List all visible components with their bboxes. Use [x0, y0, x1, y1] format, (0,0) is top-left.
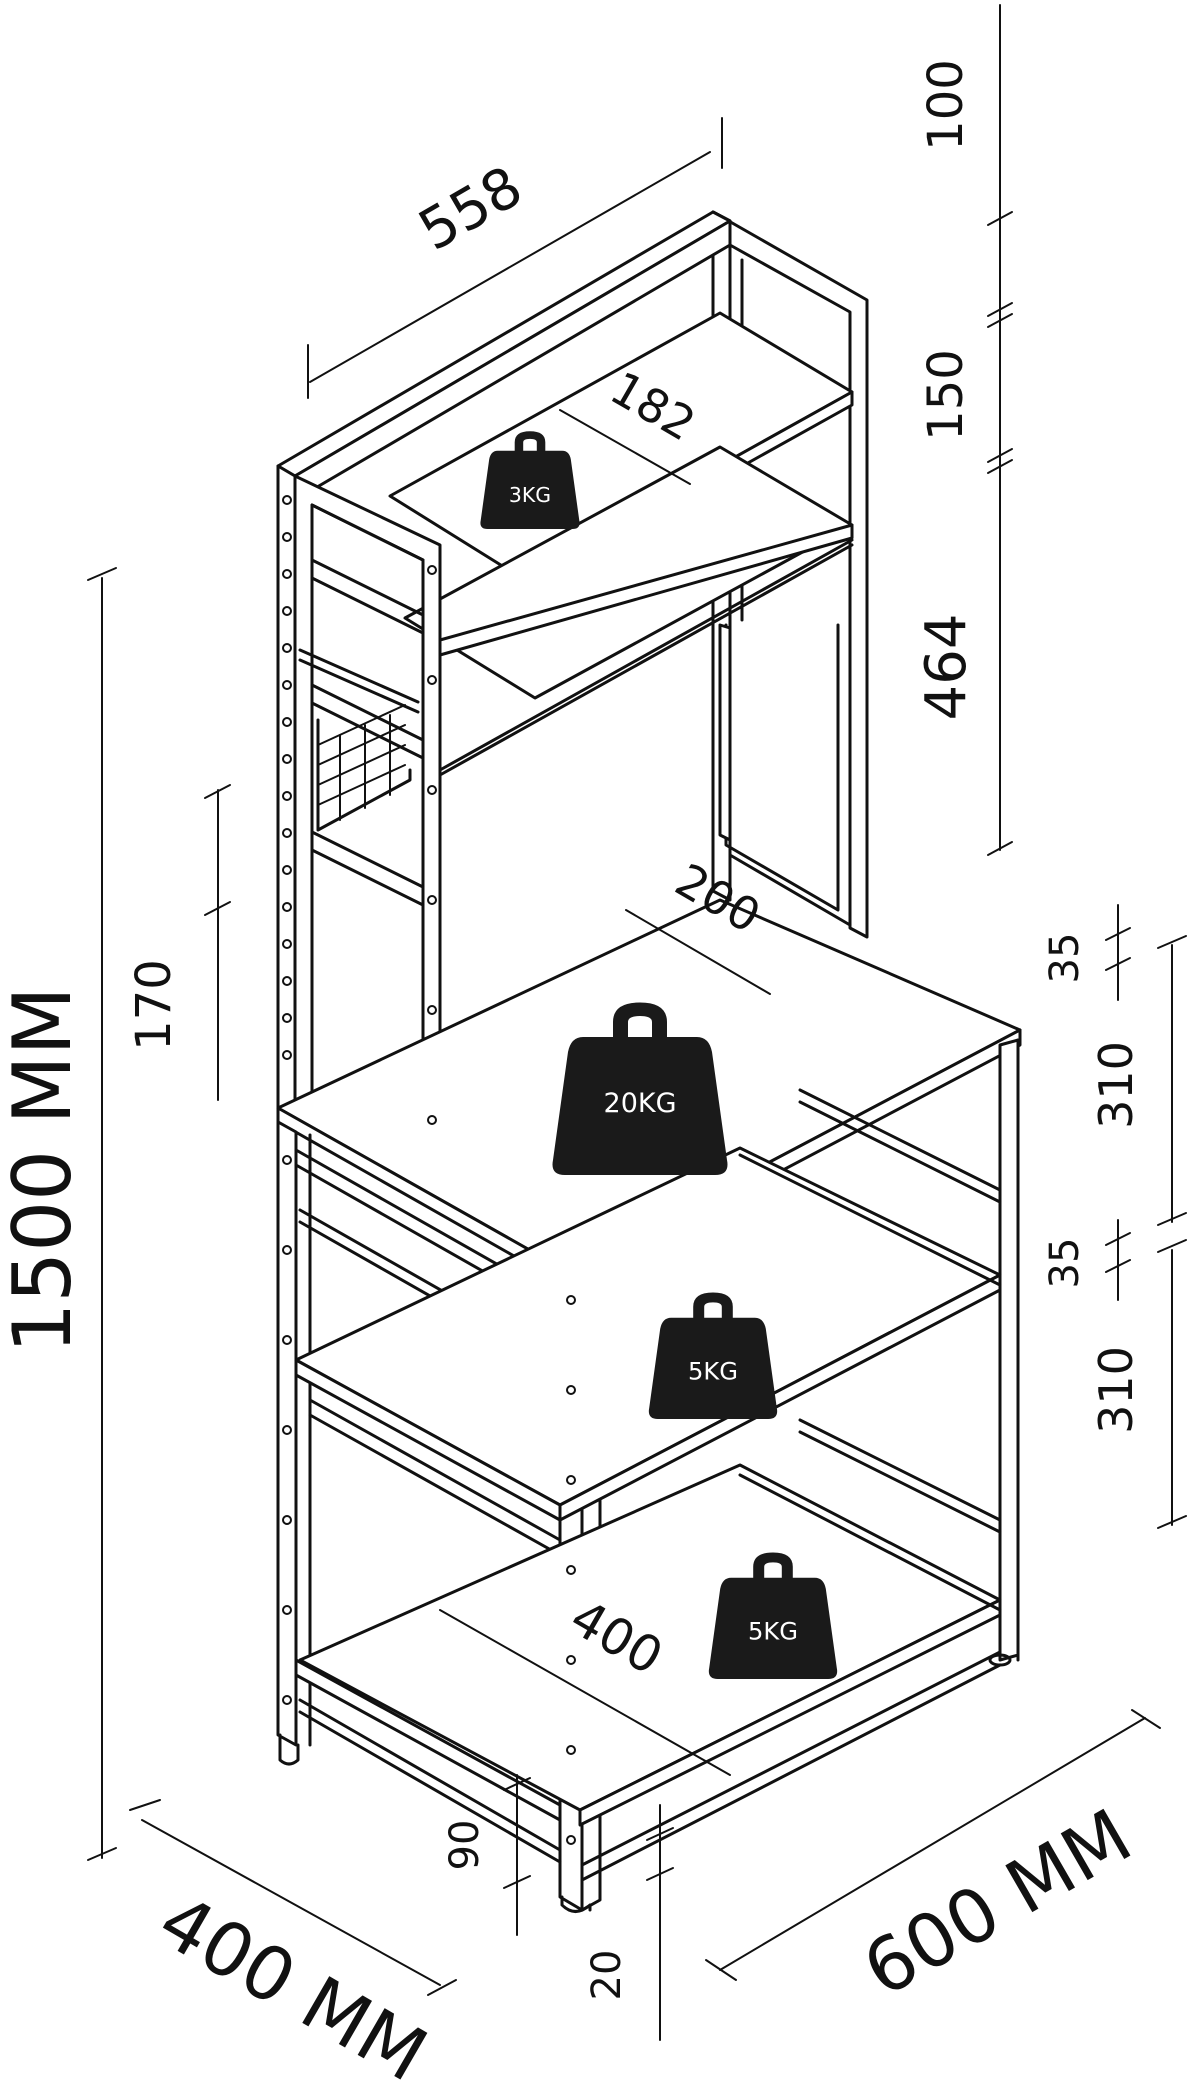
weight-top-shelf: 3KG: [480, 431, 580, 529]
frame-hole: [282, 754, 292, 764]
frame-hole: [282, 606, 292, 616]
frame-hole: [282, 1515, 292, 1525]
frame-hole: [282, 717, 292, 727]
weight-icon: [552, 1002, 728, 1175]
frame-hole: [282, 939, 292, 949]
frame-hole: [282, 828, 292, 838]
frame-hole: [427, 1005, 437, 1015]
weight-label-middle: 5KG: [688, 1357, 738, 1385]
frame-hole: [566, 1565, 576, 1575]
weight-label-top: 3KG: [509, 483, 551, 507]
frame-hole: [282, 1425, 292, 1435]
frame-holes: [282, 495, 576, 1845]
frame-hole: [427, 565, 437, 575]
frame-hole: [566, 1295, 576, 1305]
frame-hole: [282, 865, 292, 875]
frame-hole: [282, 643, 292, 653]
frame-hole: [566, 1835, 576, 1845]
dim-lower-thickness-1: 35: [1042, 933, 1088, 984]
frame-hole: [282, 1695, 292, 1705]
frame-hole: [282, 1245, 292, 1255]
frame-hole: [427, 1115, 437, 1125]
frame-hole: [282, 976, 292, 986]
frame-hole: [566, 1385, 576, 1395]
dim-lower-gap-2: 310: [1089, 1346, 1143, 1434]
dim-hutch-gap-top: 100: [918, 59, 974, 151]
dim-width: 600 MM: [849, 1793, 1145, 2014]
dim-lower-gap-1: 310: [1089, 1041, 1143, 1129]
dim-bottom-rail-height: 90: [442, 1820, 488, 1871]
frame-hole: [282, 1335, 292, 1345]
dim-depth: 400 MM: [144, 1878, 440, 2095]
weight-icon: [648, 1292, 778, 1419]
weight-label-counter: 20KG: [604, 1088, 677, 1119]
frame-hole: [282, 1605, 292, 1615]
frame-hole: [282, 902, 292, 912]
frame-hole: [282, 1013, 292, 1023]
dim-hook-rail-height: 170: [126, 959, 182, 1051]
weight-icon: [480, 431, 580, 529]
dim-top-width: 558: [408, 154, 533, 264]
frame-hole: [427, 895, 437, 905]
dim-hutch-height: 464: [914, 614, 979, 721]
frame-hole: [282, 1155, 292, 1165]
dim-lower-thickness-2: 35: [1042, 1238, 1088, 1289]
weight-bottom-shelf: 5KG: [708, 1552, 838, 1679]
weight-icon: [708, 1552, 838, 1679]
frame-hole: [282, 1050, 292, 1060]
frame-hole: [566, 1745, 576, 1755]
frame-hole: [566, 1475, 576, 1485]
dim-hutch-gap-mid: 150: [918, 349, 974, 441]
frame-hole: [282, 791, 292, 801]
weight-middle-shelf: 5KG: [648, 1292, 778, 1419]
weight-label-bottom: 5KG: [748, 1617, 798, 1645]
frame-hole: [282, 532, 292, 542]
dim-total-height: 1500 MM: [0, 986, 89, 1353]
dim-foot-height: 20: [584, 1950, 630, 2001]
frame-hole: [282, 680, 292, 690]
frame-hole: [566, 1655, 576, 1665]
frame-hole: [282, 569, 292, 579]
frame-hole: [427, 785, 437, 795]
frame-hole: [282, 495, 292, 505]
weight-counter: 20KG: [552, 1002, 728, 1175]
frame-hole: [427, 675, 437, 685]
dimension-lines: [87, 4, 1187, 2041]
